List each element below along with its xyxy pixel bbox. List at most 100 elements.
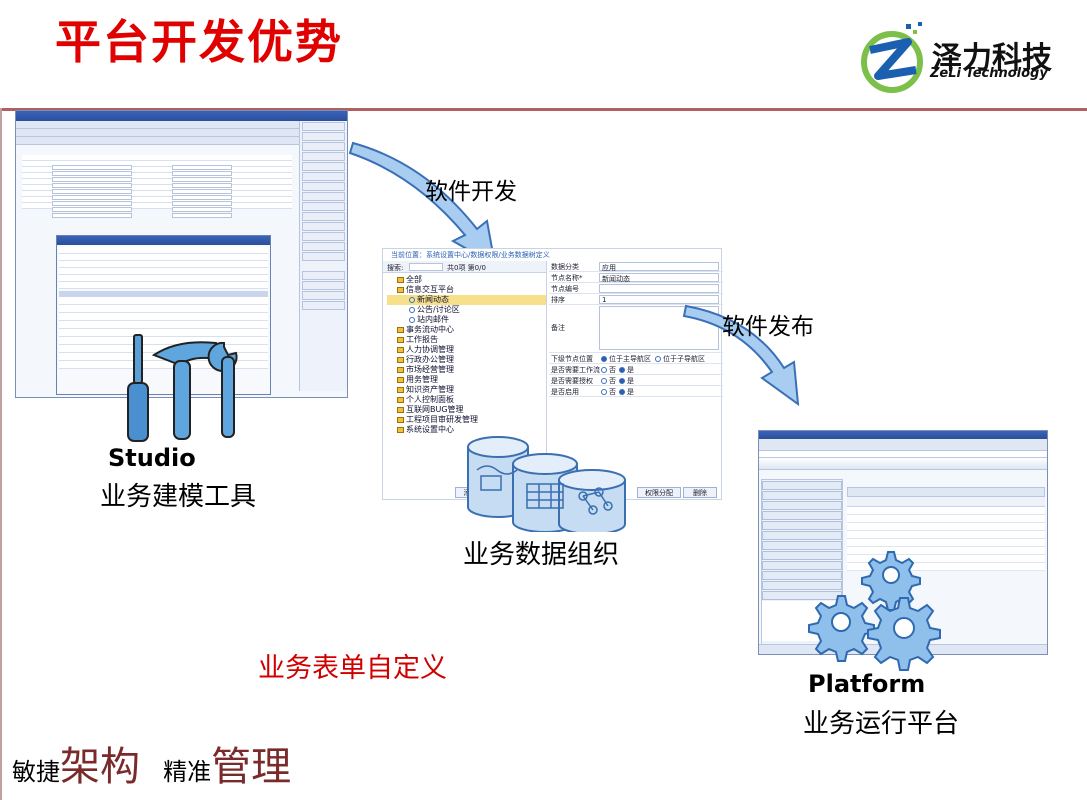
tree-node[interactable]: 事务流动中心 [387, 325, 546, 335]
radio-option[interactable]: 是 [619, 376, 634, 386]
tree-node-label: 市场经营管理 [406, 365, 454, 374]
tree-node-label: 工作报告 [406, 335, 438, 344]
radio-option-label: 位于子导航区 [663, 355, 705, 363]
data-org-label: 业务数据组织 [463, 540, 620, 570]
tree-node-label: 公告/讨论区 [417, 305, 460, 314]
folder-icon [397, 366, 404, 373]
folder-icon [397, 286, 404, 293]
tree-node[interactable]: 工作报告 [387, 335, 546, 345]
tree-node[interactable]: 行政办公管理 [387, 355, 546, 365]
location-breadcrumb: 当前位置：系统设置中心/数据权限/业务数据树定义 [391, 251, 550, 259]
folder-icon [397, 406, 404, 413]
tree-node[interactable]: 知识资产管理 [387, 385, 546, 395]
radio-option[interactable]: 否 [601, 376, 616, 386]
zeli-logo-icon [861, 22, 923, 93]
tree-node[interactable]: 公告/讨论区 [387, 305, 546, 315]
tree-node-label: 事务流动中心 [406, 325, 454, 334]
folder-icon [397, 356, 404, 363]
radio-icon [619, 367, 625, 373]
radio-row: 是否启用 否是 [549, 386, 723, 397]
tree-node[interactable]: 工程项目审研发管理 [387, 415, 546, 425]
slide-title: 平台开发优势 [55, 15, 343, 69]
radio-option[interactable]: 是 [619, 387, 634, 397]
tree-node[interactable]: 新闻动态 [387, 295, 546, 305]
arrow-release-icon [682, 304, 800, 407]
tree-node[interactable]: 互联网BUG管理 [387, 405, 546, 415]
tree-node-label: 用务管理 [406, 375, 438, 384]
platform-label-en: Platform [808, 670, 926, 698]
radio-icon [601, 356, 607, 362]
form-button[interactable]: 权限分配 [637, 487, 681, 498]
radio-option[interactable]: 位于子导航区 [655, 354, 705, 364]
tree-node-label: 行政办公管理 [406, 355, 454, 364]
title-separator [0, 108, 1087, 111]
radio-icon [655, 356, 661, 362]
search-label: 搜索: [387, 264, 404, 272]
software-release-label: 软件发布 [722, 314, 814, 340]
radio-option[interactable]: 否 [601, 365, 616, 375]
tools-icon [127, 334, 238, 442]
tree-node-label: 全部 [406, 275, 422, 284]
software-dev-label: 软件开发 [425, 179, 517, 205]
studio-label-en: Studio [108, 444, 196, 472]
radio-row: 是否需要工作流否是 [549, 364, 723, 375]
radio-icon [601, 367, 607, 373]
platform-label-cn: 业务运行平台 [803, 709, 960, 739]
radio-option-label: 否 [609, 377, 616, 385]
radio-option-label: 否 [609, 388, 616, 396]
tree-node[interactable]: 市场经营管理 [387, 365, 546, 375]
page-icon [409, 296, 415, 303]
tree-node[interactable]: 站内邮件 [387, 315, 546, 325]
tree-node-label: 个人控制面板 [406, 395, 454, 404]
radio-option[interactable]: 位于主导航区 [601, 354, 651, 364]
slogan-agile: 敏捷 [12, 758, 60, 786]
form-label: 备注 [551, 324, 565, 332]
radio-row: 是否需要授权否是 [549, 375, 723, 386]
slogan-management: 管理 [211, 744, 292, 790]
folder-icon [397, 396, 404, 403]
form-input[interactable]: 新闻动态 [599, 273, 719, 283]
search-input[interactable] [409, 263, 443, 271]
tree-node-label: 系统设置中心 [406, 425, 454, 434]
form-input[interactable]: 应用 [599, 262, 719, 272]
tree-node[interactable]: 个人控制面板 [387, 395, 546, 405]
radio-row: 下级节点位置位于主导航区位于子导航区 [549, 353, 723, 364]
tree-node-label: 人力协调管理 [406, 345, 454, 354]
form-label: 数据分类 [551, 263, 579, 271]
radio-option[interactable]: 否 [601, 387, 616, 397]
logo-subtitle: ZeLi Technology [930, 66, 1048, 81]
database-icon [467, 436, 626, 532]
folder-icon [397, 326, 404, 333]
logo-name: 泽力科技 [932, 41, 1052, 76]
folder-icon [397, 416, 404, 423]
form-row: 节点编号 [549, 283, 723, 294]
radio-option[interactable]: 是 [619, 365, 634, 375]
folder-icon [397, 426, 404, 433]
radio-option-label: 是 [627, 366, 634, 374]
form-button[interactable]: 删除 [683, 487, 717, 498]
form-label: 节点名称* [551, 274, 583, 282]
tree-node-label: 知识资产管理 [406, 385, 454, 394]
form-label: 节点编号 [551, 285, 579, 293]
form-row: 节点名称* 新闻动态 [549, 272, 723, 283]
form-input[interactable] [599, 284, 719, 293]
tree-node-label: 互联网BUG管理 [406, 405, 464, 414]
folder-icon [397, 276, 404, 283]
tree-node-label: 站内邮件 [417, 315, 449, 324]
tree-node[interactable]: 全部 [387, 275, 546, 285]
tree-node[interactable]: 信息交互平台 [387, 285, 546, 295]
radio-icon [601, 389, 607, 395]
tree-node-label: 信息交互平台 [406, 285, 454, 294]
slogan: 敏捷架构 精准管理 [12, 734, 291, 792]
tree-node-label: 工程项目审研发管理 [406, 415, 478, 424]
page-icon [409, 306, 415, 313]
tree-node[interactable]: 用务管理 [387, 375, 546, 385]
form-row: 数据分类 应用 [549, 261, 723, 272]
tree-node[interactable]: 系统设置中心 [387, 425, 546, 435]
radio-label: 是否启用 [551, 388, 579, 396]
tree-node[interactable]: 人力协调管理 [387, 345, 546, 355]
form-input[interactable]: 1 [599, 295, 719, 304]
folder-icon [397, 346, 404, 353]
folder-icon [397, 386, 404, 393]
